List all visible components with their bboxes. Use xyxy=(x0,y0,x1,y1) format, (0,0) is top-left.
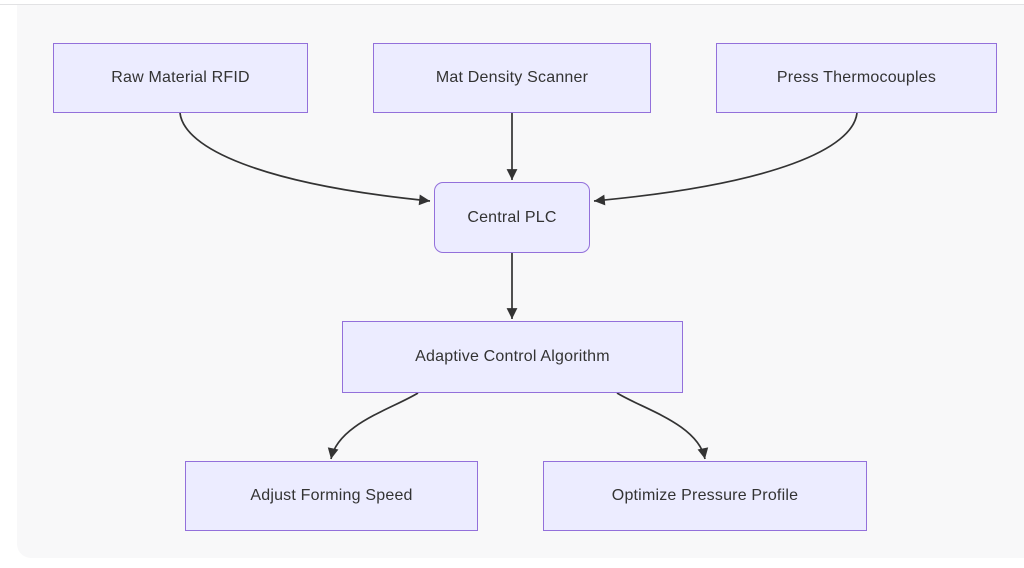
node-label: Optimize Pressure Profile xyxy=(611,487,799,504)
node-label: Adaptive Control Algorithm xyxy=(415,348,610,365)
node-optimize-pressure-profile: Optimize Pressure Profile xyxy=(543,461,867,531)
node-adjust-forming-speed: Adjust Forming Speed xyxy=(185,461,478,531)
node-press-thermocouples: Press Thermocouples xyxy=(716,43,997,113)
node-central-plc: Central PLC xyxy=(434,182,590,253)
node-label: Mat Density Scanner xyxy=(435,69,589,86)
node-mat-density-scanner: Mat Density Scanner xyxy=(373,43,651,113)
node-label: Adjust Forming Speed xyxy=(250,487,413,504)
node-raw-material-rfid: Raw Material RFID xyxy=(53,43,308,113)
node-label: Raw Material RFID xyxy=(111,69,250,86)
node-label: Central PLC xyxy=(467,208,557,226)
node-adaptive-control-algorithm: Adaptive Control Algorithm xyxy=(342,321,683,393)
top-divider xyxy=(0,4,1024,5)
node-label: Press Thermocouples xyxy=(776,69,937,86)
